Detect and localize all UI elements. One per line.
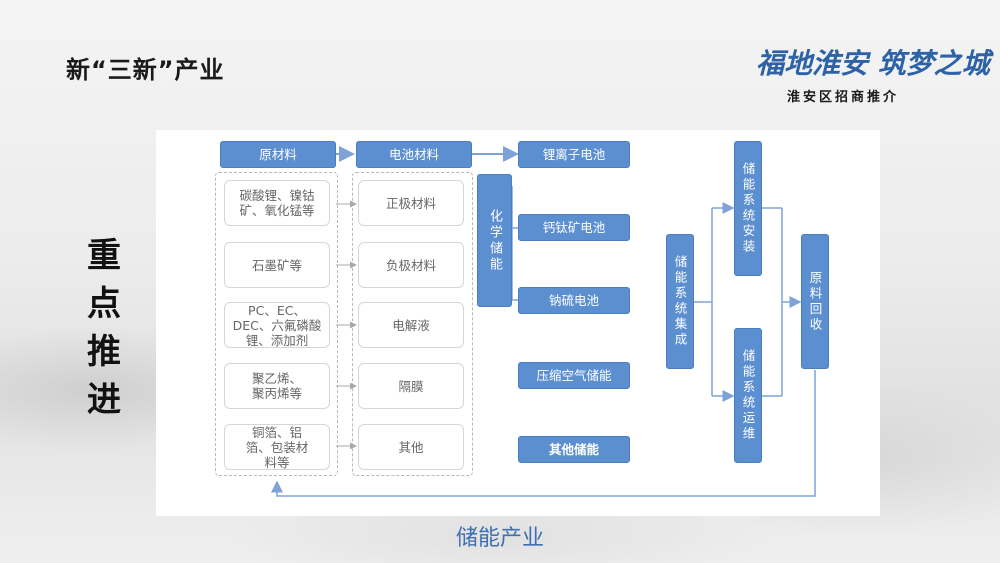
raw-material-graphite: 石墨矿等 xyxy=(224,242,330,288)
side-title: 重点推进 xyxy=(87,236,121,420)
battery-material-electrolyte: 电解液 xyxy=(358,302,464,348)
system-maintenance: 储能系统运维 xyxy=(734,328,762,463)
raw-material-polymer: 聚乙烯、聚丙烯等 xyxy=(224,363,330,409)
battery-lithium-ion: 锂离子电池 xyxy=(518,141,630,168)
system-integration: 储能系统集成 xyxy=(666,234,694,369)
battery-materials-header: 电池材料 xyxy=(356,141,472,168)
battery-perovskite: 钙钛矿电池 xyxy=(518,214,630,241)
city-logo-calligraphy: 福地淮安 筑梦之城 xyxy=(756,47,990,80)
diagram-caption: 储能产业 xyxy=(456,526,545,551)
other-storage: 其他储能 xyxy=(518,436,630,463)
battery-material-separator: 隔膜 xyxy=(358,363,464,409)
battery-material-cathode: 正极材料 xyxy=(358,180,464,226)
raw-materials-header: 原材料 xyxy=(220,141,336,168)
system-installation: 储能系统安装 xyxy=(734,141,762,276)
battery-sodium-sulfur: 钠硫电池 xyxy=(518,287,630,314)
page-title: 新“三新”产业 xyxy=(66,56,225,84)
compressed-air-storage: 压缩空气储能 xyxy=(518,362,630,389)
raw-material-recycling: 原料回收 xyxy=(801,234,829,369)
raw-material-electrolyte: PC、EC、DEC、六氟磷酸锂、添加剂 xyxy=(224,302,330,348)
raw-material-foil: 铜箔、铝箔、包装材料等 xyxy=(224,424,330,470)
battery-material-other: 其他 xyxy=(358,424,464,470)
chemical-storage: 化学储能 xyxy=(477,174,512,307)
raw-material-lithium: 碳酸锂、镍钴矿、氧化锰等 xyxy=(224,180,330,226)
logo-subtitle: 淮安区招商推介 xyxy=(787,90,900,105)
battery-material-anode: 负极材料 xyxy=(358,242,464,288)
